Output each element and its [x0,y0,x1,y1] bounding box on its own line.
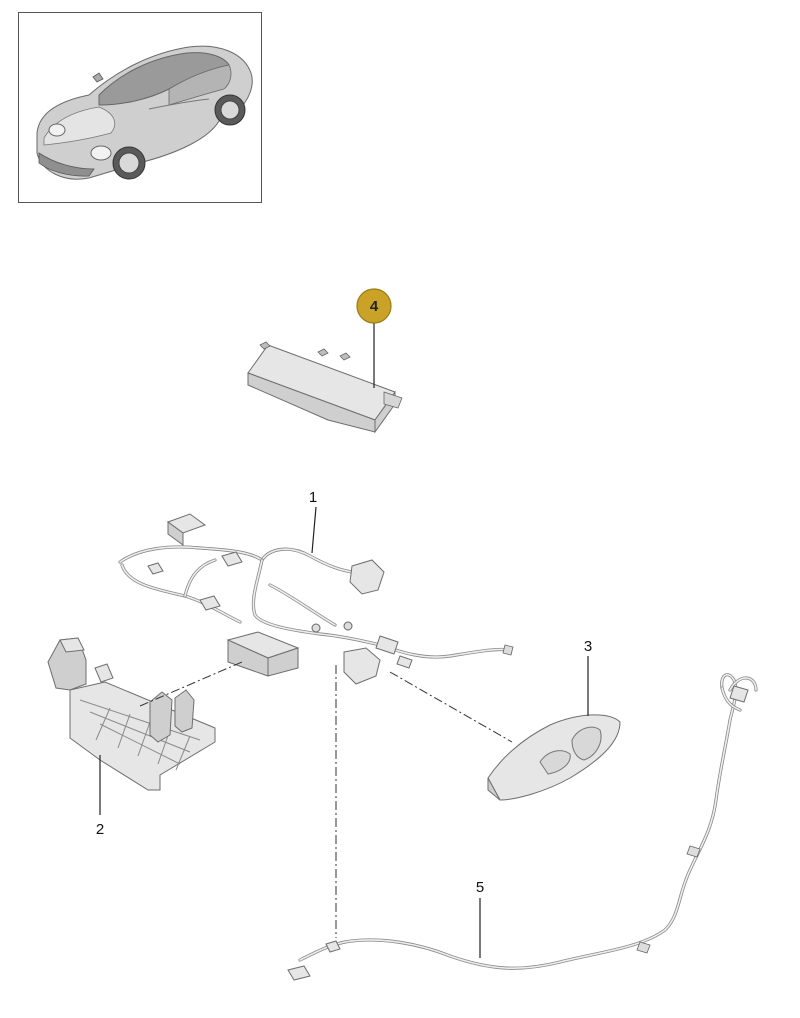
car-icon [36,45,253,180]
part-2-mounting-bracket[interactable] [47,637,216,791]
part-1-wiring-harness[interactable] [118,513,514,685]
part-3-seat-switch[interactable] [487,714,621,801]
leader-line-1 [311,506,317,554]
callout-2[interactable]: 2 [96,821,104,838]
part-4-control-unit[interactable] [247,341,403,434]
callout-1[interactable]: 1 [309,489,317,506]
assembly-line [389,671,513,743]
callout-4[interactable]: 4 [370,298,379,315]
part-5-cable-harness[interactable] [287,673,758,981]
callout-5[interactable]: 5 [476,879,484,896]
callout-4-highlight[interactable] [356,288,392,324]
vehicle-thumbnail [18,12,262,203]
assembly-line [139,661,243,707]
callout-3[interactable]: 3 [584,638,592,655]
